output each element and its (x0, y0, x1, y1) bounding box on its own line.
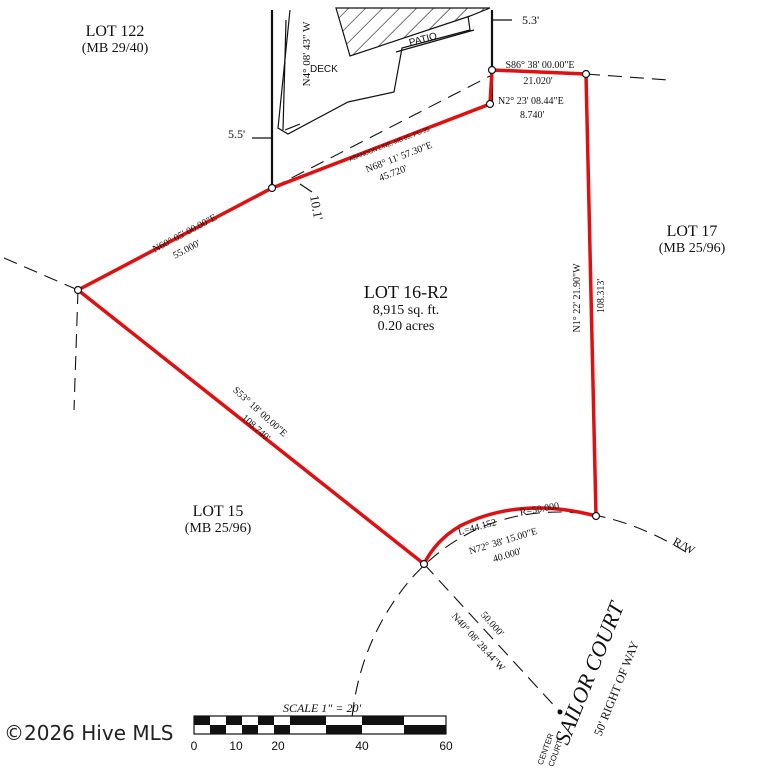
house-structures: DECK PATIO (277, 7, 491, 135)
dash-cul-de-sac-arc (351, 511, 687, 719)
scale-bar: SCALE 1" = 20' 0 10 20 40 60 (191, 701, 453, 753)
offset-leader-101 (299, 183, 313, 193)
scale-tick-40: 40 (355, 739, 369, 753)
deck-inner-line (282, 19, 287, 131)
pin-center-court (557, 709, 563, 715)
n2-distance: 8.740' (520, 110, 545, 121)
dashed-lines (3, 73, 687, 719)
street-label: CENTER COURT SAILOR COURT 50' RIGHT OF W… (536, 597, 642, 768)
scale-tick-20: 20 (271, 739, 285, 753)
lot17-ref: (MB 25/96) (659, 241, 726, 256)
dash-top-right (585, 73, 669, 81)
dash-south-out (73, 289, 79, 411)
lot15-name: LOT 15 (193, 503, 244, 520)
deck-label: DECK (310, 64, 338, 75)
leader-arrow (284, 123, 301, 131)
lot122-name: LOT 122 (86, 23, 145, 40)
subject-lot-sqft: 8,915 sq. ft. (373, 303, 440, 318)
scale-title: SCALE 1" = 20' (283, 701, 361, 715)
lot17-name: LOT 17 (667, 223, 718, 240)
patio-line (395, 29, 475, 53)
pin-ne1 (487, 65, 497, 75)
pin-west (73, 285, 83, 295)
curve-radius: R=50.000 (519, 501, 560, 519)
dash-abandon-line (271, 75, 491, 189)
pin-n (485, 99, 495, 109)
scale-blocks (194, 716, 446, 734)
pin-se (591, 511, 601, 521)
scale-tick-0: 0 (191, 739, 198, 753)
lot-labels: LOT 122 (MB 29/40) LOT 17 (MB 25/96) LOT… (82, 23, 726, 536)
left-offset: 5.5' (228, 127, 245, 141)
pin-s (419, 559, 429, 569)
top-offset: 5.3' (522, 13, 539, 27)
lot15-ref: (MB 25/96) (185, 521, 252, 536)
dash-west-out (3, 257, 79, 291)
n1-bearing: N1° 22' 21.90"W (572, 263, 583, 333)
scale-tick-60: 60 (439, 739, 453, 753)
deck-outline (277, 9, 471, 135)
pin-ne2 (581, 69, 591, 79)
subject-lot-name: LOT 16-R2 (364, 282, 448, 302)
corner-pins (73, 65, 601, 715)
west-line-bearing: N4° 08' 43" W (301, 21, 313, 86)
s86-bearing: S86° 38' 00.00"E (505, 60, 574, 71)
lot-16-r2-boundary (76, 68, 598, 566)
subject-lot-acres: 0.20 acres (378, 319, 435, 334)
watermark: ©2026 Hive MLS (4, 721, 173, 745)
bearing-labels: N4° 08' 43" W 5.3' 5.5' 10.1' S86° 38' 0… (151, 13, 698, 674)
gap-offset: 10.1' (307, 194, 326, 221)
n40-distance: 50.000' (478, 610, 506, 639)
house-hatch (335, 7, 491, 57)
n2-bearing: N2° 23' 08.44"E (498, 96, 564, 107)
pin-nw (267, 183, 277, 193)
lot122-ref: (MB 29/40) (82, 41, 149, 56)
s86-distance: 21.020' (523, 76, 553, 87)
n1-distance: 108.313' (596, 279, 607, 314)
scale-tick-10: 10 (229, 739, 243, 753)
n40-bearing: N40° 08' 28.44"W (449, 611, 507, 674)
dash-radius-line (423, 563, 561, 713)
right-of-way-label: R/W (671, 534, 698, 557)
